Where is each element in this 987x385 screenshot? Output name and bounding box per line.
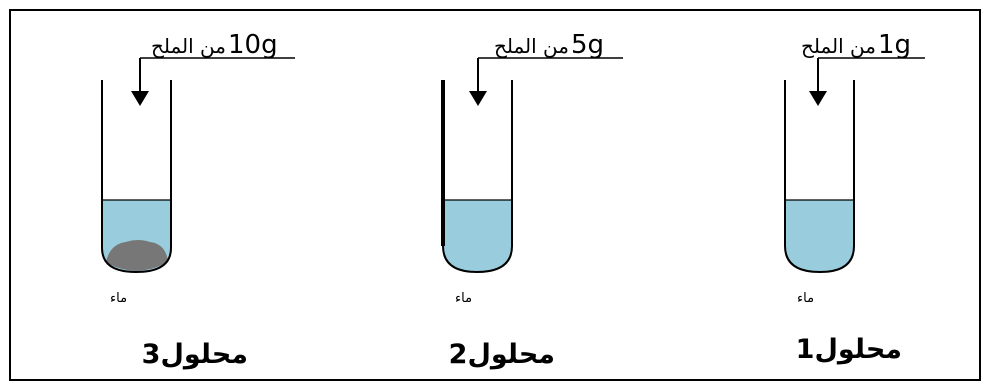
tube-3-undissolved-salt bbox=[106, 240, 168, 271]
tube-2-solution-number: 2 bbox=[449, 339, 468, 370]
tube-3-glass bbox=[101, 80, 172, 274]
tube-2-mass-label: 5g bbox=[571, 30, 604, 60]
tube-1-solution-word: محلول bbox=[814, 334, 902, 365]
tube-2-group: 5g من الملح ماء 2محلول bbox=[441, 30, 623, 370]
tube-2-water bbox=[443, 200, 512, 272]
tube-1-solution-label: 1محلول bbox=[796, 334, 902, 365]
tube-2-solution-label: 2محلول bbox=[449, 339, 555, 370]
tube-3-group: 10g من الملح ماء 3محلول bbox=[101, 30, 295, 370]
tube-3-water-label: ماء bbox=[110, 291, 127, 306]
tube-3-solution-number: 3 bbox=[142, 339, 161, 370]
tube-3-solution-word: محلول bbox=[160, 339, 248, 370]
tube-3-salt-text: من الملح bbox=[151, 34, 226, 58]
tube-2-salt-text: من الملح bbox=[494, 34, 569, 58]
tube-1-salt-text: من الملح bbox=[801, 34, 876, 58]
tube-2-water-label: ماء bbox=[455, 291, 472, 306]
tube-2-glass bbox=[442, 80, 513, 274]
tube-1-water bbox=[785, 200, 854, 272]
tube-1-mass-label: 1g bbox=[878, 30, 911, 60]
tube-3-solution-label: 3محلول bbox=[142, 339, 248, 370]
tube-1-group: 1g من الملح ماء 1محلول bbox=[784, 30, 925, 365]
tube-3-arrow-head bbox=[131, 91, 149, 106]
tube-1-solution-number: 1 bbox=[796, 334, 815, 365]
tube-3-mass-label: 10g bbox=[228, 30, 278, 60]
tube-1-arrow-head bbox=[809, 91, 827, 106]
tube-1-water-label: ماء bbox=[797, 291, 814, 306]
tube-2-arrow-head bbox=[469, 91, 487, 106]
tube-2-solution-word: محلول bbox=[467, 339, 555, 370]
diagram-border bbox=[9, 9, 981, 381]
tube-1-glass bbox=[784, 80, 855, 274]
